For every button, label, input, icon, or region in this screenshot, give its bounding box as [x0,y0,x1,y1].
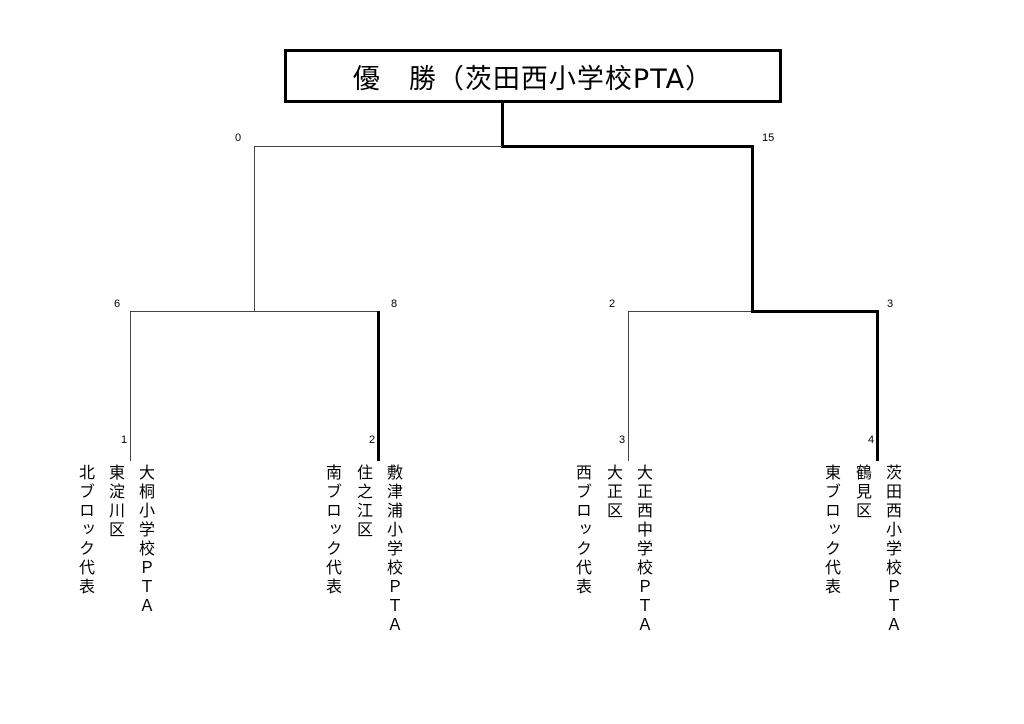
bracket-line [628,311,752,312]
seed-number: 2 [369,434,376,446]
team-name: 茨田西小学校ＰＴＡ [883,464,902,635]
final-left-score: 0 [235,132,242,144]
semi1-left-score: 6 [114,298,121,310]
bracket-line-winner [751,310,879,313]
bracket-line [254,146,255,312]
bracket-line-winner [377,311,380,461]
bracket-line-winner [876,310,879,461]
block-name: 南ブロック代表 [323,464,342,597]
ward-name: 鶴見区 [853,464,872,521]
bracket-line [628,311,629,461]
team-name: 大桐小学校ＰＴＡ [136,464,155,616]
ward-name: 住之江区 [354,464,373,540]
seed-number: 3 [619,434,626,446]
bracket-line [130,311,379,312]
bracket-line-winner [502,145,754,148]
block-name: 東ブロック代表 [822,464,841,597]
seed-number: 1 [121,434,128,446]
ward-name: 大正区 [604,464,623,521]
bracket-line [254,146,502,147]
champion-title: 優 勝（茨田西小学校PTA） [352,63,714,95]
seed-number: 4 [868,434,875,446]
semi2-left-score: 2 [609,298,616,310]
final-right-score: 15 [762,132,775,144]
team-name: 敷津浦小学校ＰＴＡ [384,464,403,635]
block-name: 北ブロック代表 [76,464,95,597]
block-name: 西ブロック代表 [573,464,592,597]
bracket-line [501,100,504,148]
champion-title-box: 優 勝（茨田西小学校PTA） [284,49,782,103]
ward-name: 東淀川区 [106,464,125,540]
bracket-line [130,311,131,461]
semi1-right-score: 8 [391,298,398,310]
semi2-right-score: 3 [887,298,894,310]
bracket-line-winner [751,145,754,313]
team-name: 大正西中学校ＰＴＡ [634,464,653,635]
